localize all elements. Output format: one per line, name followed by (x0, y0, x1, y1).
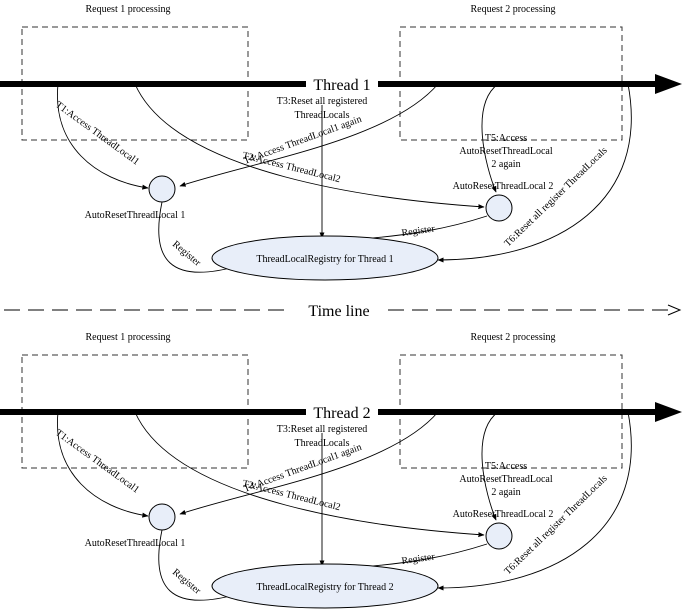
t1-connector (57, 411, 149, 518)
t4-label: T4:Access ThreadLocal1 again (242, 114, 363, 167)
thread-label: Thread 1 (313, 77, 370, 94)
t4-connector (179, 411, 439, 515)
t5-connector (481, 411, 499, 521)
thread-label-bg (306, 401, 378, 423)
register1-connector (158, 529, 239, 601)
register2-label: Register (401, 551, 436, 567)
t5-label-line3: 2 again (491, 159, 520, 170)
node2-label: AutoResetThreadLocal 2 (453, 181, 554, 192)
t2-connector (134, 83, 485, 210)
t2-connector (134, 411, 485, 538)
panel-thread-2: Request 1 processing Request 2 processin… (0, 332, 682, 609)
register2-label: Register (401, 223, 436, 239)
registry-label: ThreadLocalRegistry for Thread 1 (256, 254, 393, 265)
t4-connector (179, 83, 439, 187)
node1-label: AutoResetThreadLocal 1 (85, 538, 186, 549)
t5-label-line3: 2 again (491, 487, 520, 498)
t5-label-line2: AutoResetThreadLocal (459, 146, 553, 157)
thread-arrowhead (655, 74, 682, 94)
timeline-label: Time line (308, 303, 369, 320)
node-autoreset-2 (485, 522, 513, 550)
thread-label: Thread 2 (313, 405, 370, 422)
t4-label: T4:Access ThreadLocal1 again (242, 442, 363, 495)
thread-arrowhead (655, 402, 682, 422)
t3-label-line2: ThreadLocals (295, 110, 350, 121)
t1-label: T1:Access ThreadLocal1 (53, 428, 141, 496)
t6-connector (437, 83, 632, 263)
register1-label: Register (170, 567, 203, 597)
request1-label: Request 1 processing (86, 4, 171, 15)
request2-label: Request 2 processing (471, 332, 556, 343)
node-autoreset-1 (148, 503, 176, 531)
request2-label: Request 2 processing (471, 4, 556, 15)
t3-label-line1: T3:Reset all registered (277, 424, 368, 435)
request1-label: Request 1 processing (86, 332, 171, 343)
t3-label-line2: ThreadLocals (295, 438, 350, 449)
timeline: Time line (4, 303, 682, 320)
registry-ellipse (211, 563, 439, 609)
t3-label-line1: T3:Reset all registered (277, 96, 368, 107)
t1-label: T1:Access ThreadLocal1 (53, 100, 141, 168)
t5-label-line1: T5:Access (485, 461, 527, 472)
t6-connector (437, 411, 632, 591)
t5-label-line2: AutoResetThreadLocal (459, 474, 553, 485)
t1-connector (57, 83, 149, 190)
register1-label: Register (170, 239, 203, 269)
panel-thread-1: Request 1 processing Request 2 processin… (0, 4, 682, 281)
registry-ellipse (211, 235, 439, 281)
timeline-arrowhead (667, 304, 682, 316)
t5-label-line1: T5:Access (485, 133, 527, 144)
t5-connector (481, 83, 499, 193)
node1-label: AutoResetThreadLocal 1 (85, 210, 186, 221)
node-autoreset-1 (148, 175, 176, 203)
register1-connector (158, 201, 239, 273)
node-autoreset-2 (485, 194, 513, 222)
thread-label-bg (306, 73, 378, 95)
node2-label: AutoResetThreadLocal 2 (453, 509, 554, 520)
registry-label: ThreadLocalRegistry for Thread 2 (256, 582, 393, 593)
